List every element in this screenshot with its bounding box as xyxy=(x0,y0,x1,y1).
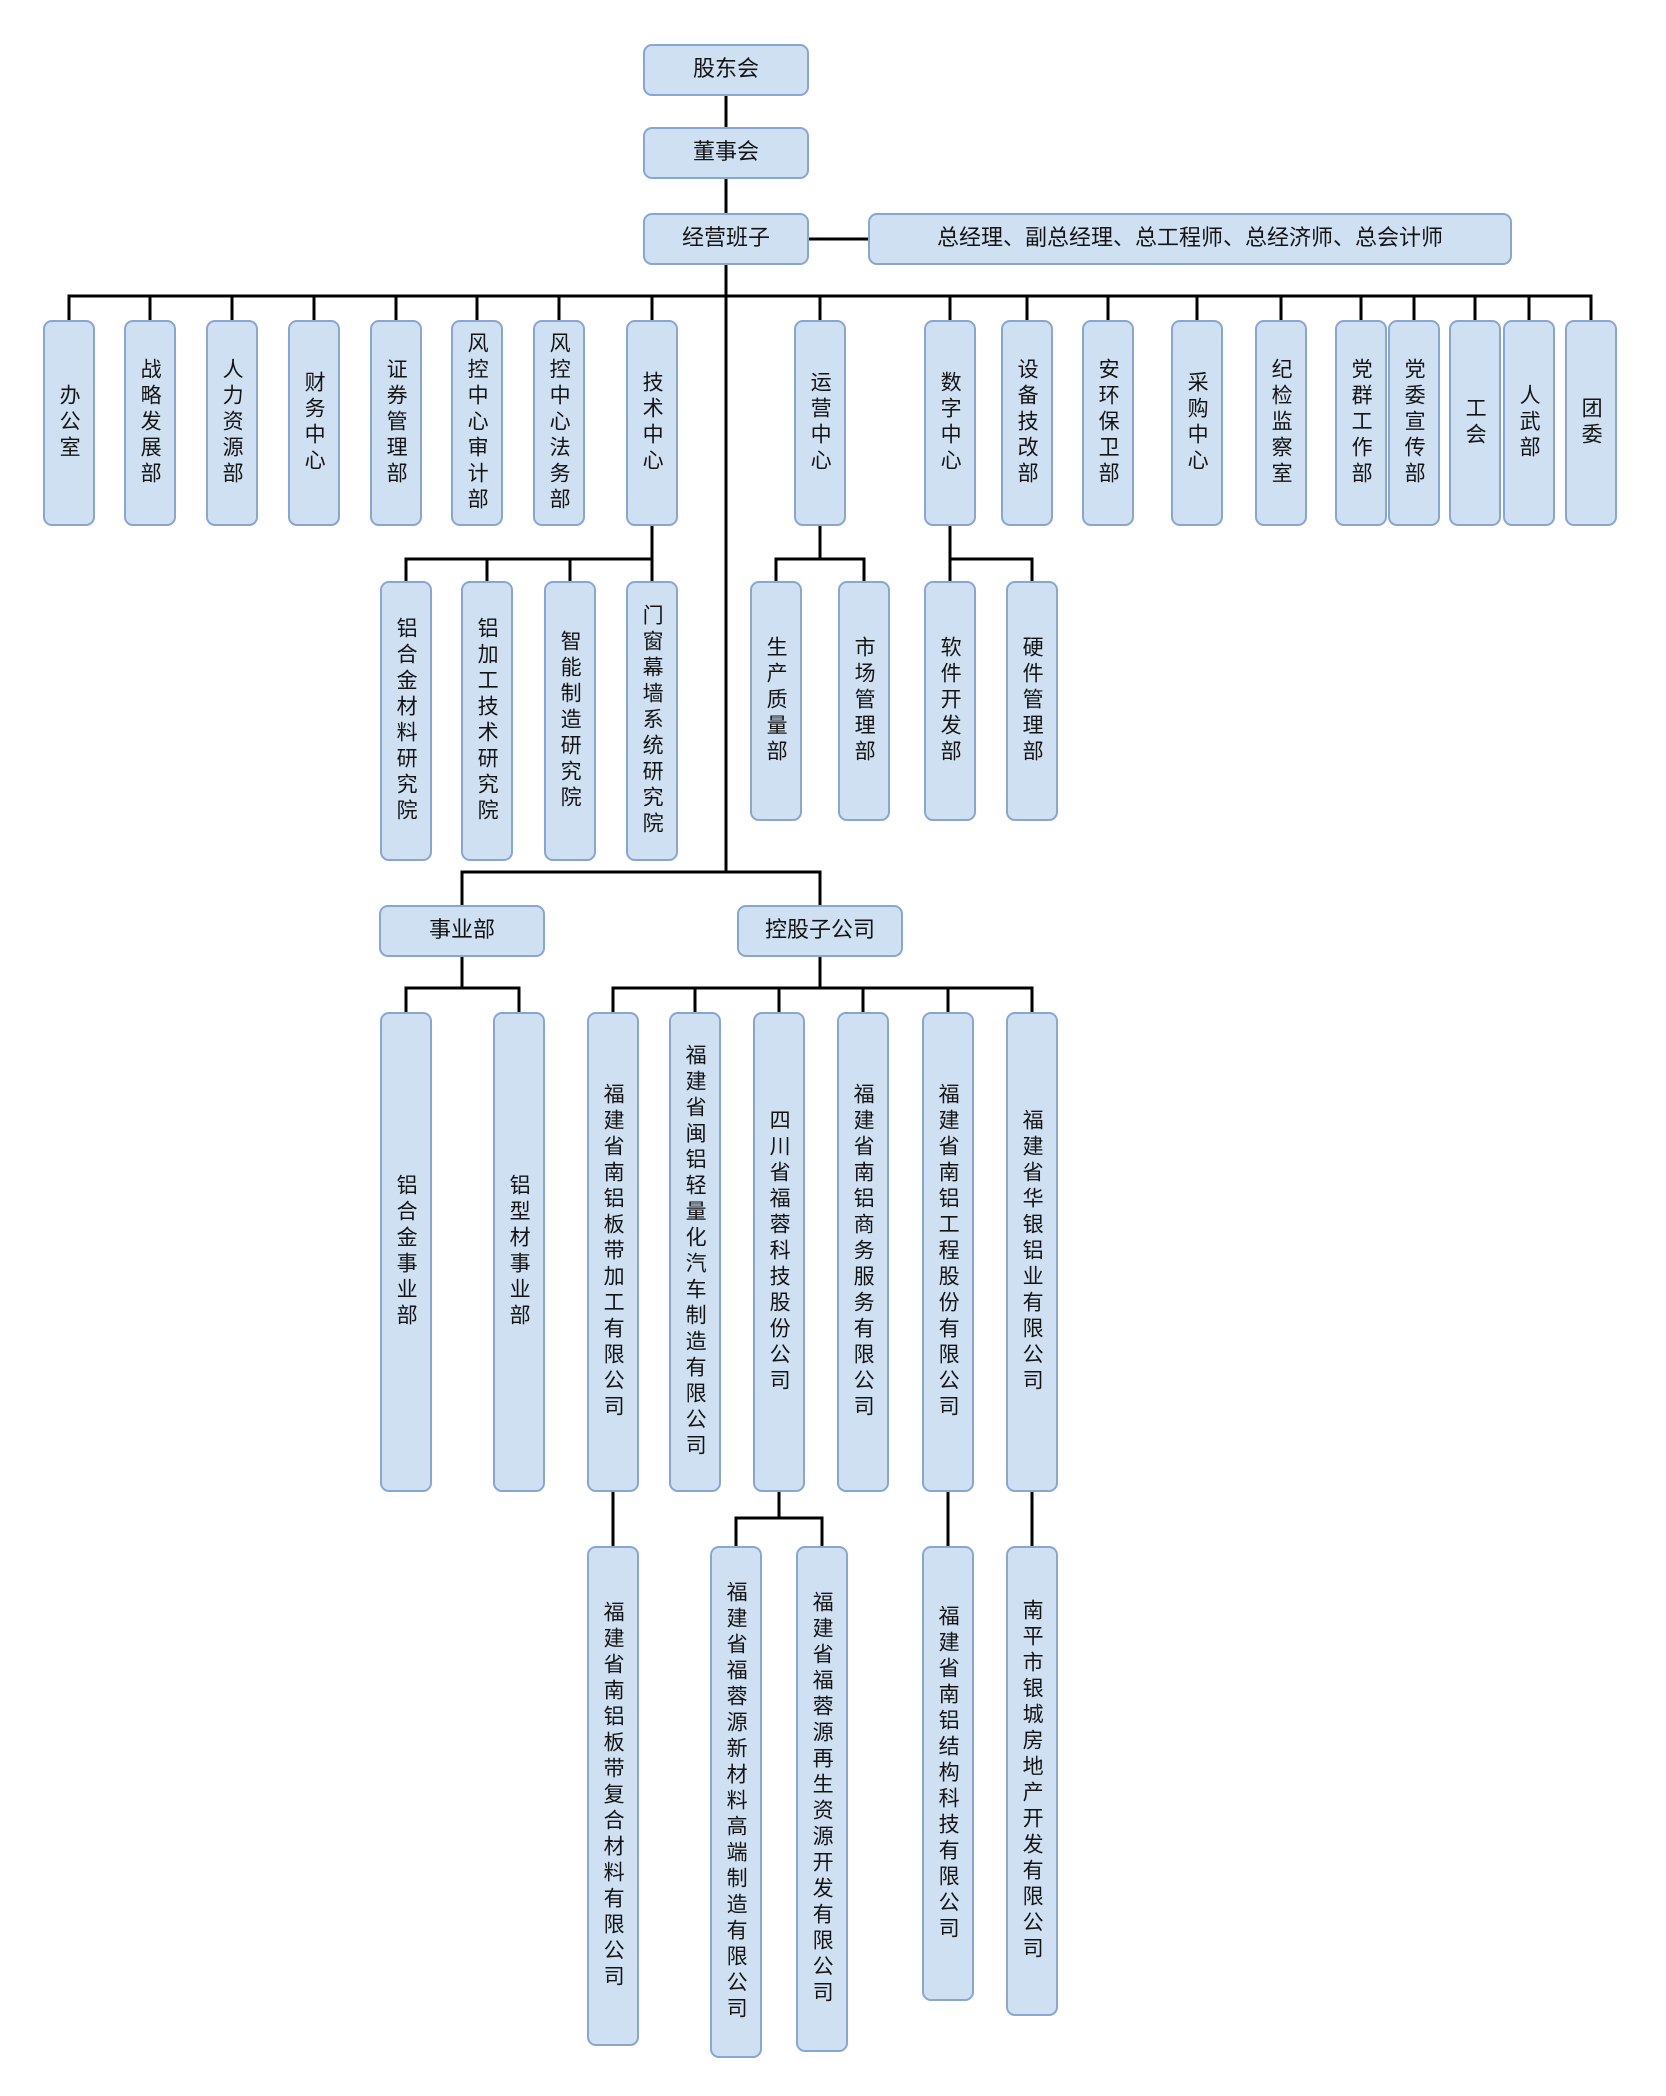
node-subsub-nanlv-structure-tech: 福建省南铝结构科技有限公司 xyxy=(922,1546,974,2001)
node-dept-safety-environment: 安环保卫部 xyxy=(1082,320,1134,526)
node-subsub-furongyuan-recycling: 福建省福蓉源再生资源开发有限公司 xyxy=(796,1546,848,2052)
node-dept-human-resources: 人力资源部 xyxy=(206,320,258,526)
node-dept-party-mass-work: 党群工作部 xyxy=(1335,320,1387,526)
node-dept-office: 办公室 xyxy=(43,320,95,526)
node-sub-furong-technology: 四川省福蓉科技股份公司 xyxy=(753,1012,805,1492)
node-management-team: 经营班子 xyxy=(643,213,809,265)
node-divisions: 事业部 xyxy=(379,905,545,957)
node-executives: 总经理、副总经理、总工程师、总经济师、总会计师 xyxy=(868,213,1512,265)
node-dept-operations-center: 运营中心 xyxy=(794,320,846,526)
node-sub-engineering-shares: 福建省南铝工程股份有限公司 xyxy=(922,1012,974,1492)
node-sub-huayin-aluminum: 福建省华银铝业有限公司 xyxy=(1006,1012,1058,1492)
node-dept-risk-control-legal: 风控中心法务部 xyxy=(533,320,585,526)
node-dept-discipline-inspection: 纪检监察室 xyxy=(1255,320,1307,526)
node-shareholders: 股东会 xyxy=(643,44,809,96)
node-dept-strategy-development: 战略发展部 xyxy=(124,320,176,526)
node-dept-finance-center: 财务中心 xyxy=(288,320,340,526)
node-dept-labor-union: 工会 xyxy=(1449,320,1501,526)
node-production-quality-dept: 生产质量部 xyxy=(750,581,802,821)
node-subsub-furongyuan-new-materials: 福建省福蓉源新材料高端制造有限公司 xyxy=(710,1546,762,2058)
node-inst-intelligent-manufacturing: 智能制造研究院 xyxy=(544,581,596,861)
node-subsidiaries: 控股子公司 xyxy=(737,905,903,957)
node-dept-technology-center: 技术中心 xyxy=(626,320,678,526)
node-market-management-dept: 市场管理部 xyxy=(838,581,890,821)
node-dept-risk-control-audit: 风控中心审计部 xyxy=(451,320,503,526)
node-sub-minlv-lightweight-auto: 福建省闽铝轻量化汽车制造有限公司 xyxy=(669,1012,721,1492)
node-dept-party-publicity: 党委宣传部 xyxy=(1388,320,1440,526)
node-hardware-management-dept: 硬件管理部 xyxy=(1006,581,1058,821)
node-dept-peoples-armed-forces: 人武部 xyxy=(1503,320,1555,526)
node-aluminum-profile-division: 铝型材事业部 xyxy=(493,1012,545,1492)
node-inst-door-window-curtain-wall: 门窗幕墙系统研究院 xyxy=(626,581,678,861)
node-software-development-dept: 软件开发部 xyxy=(924,581,976,821)
node-subsub-yincheng-real-estate: 南平市银城房地产开发有限公司 xyxy=(1006,1546,1058,2016)
node-dept-securities-management: 证券管理部 xyxy=(370,320,422,526)
node-dept-procurement-center: 采购中心 xyxy=(1171,320,1223,526)
node-subsub-plate-strip-composite: 福建省南铝板带复合材料有限公司 xyxy=(587,1546,639,2046)
node-sub-business-services: 福建省南铝商务服务有限公司 xyxy=(837,1012,889,1492)
node-dept-equipment-upgrade: 设备技改部 xyxy=(1001,320,1053,526)
node-sub-plate-strip-processing: 福建省南铝板带加工有限公司 xyxy=(587,1012,639,1492)
node-board-of-directors: 董事会 xyxy=(643,127,809,179)
node-inst-aluminum-alloy-materials: 铝合金材料研究院 xyxy=(380,581,432,861)
node-aluminum-alloy-division: 铝合金事业部 xyxy=(380,1012,432,1492)
node-dept-youth-league: 团委 xyxy=(1565,320,1617,526)
node-dept-digital-center: 数字中心 xyxy=(924,320,976,526)
node-inst-aluminum-processing-tech: 铝加工技术研究院 xyxy=(461,581,513,861)
